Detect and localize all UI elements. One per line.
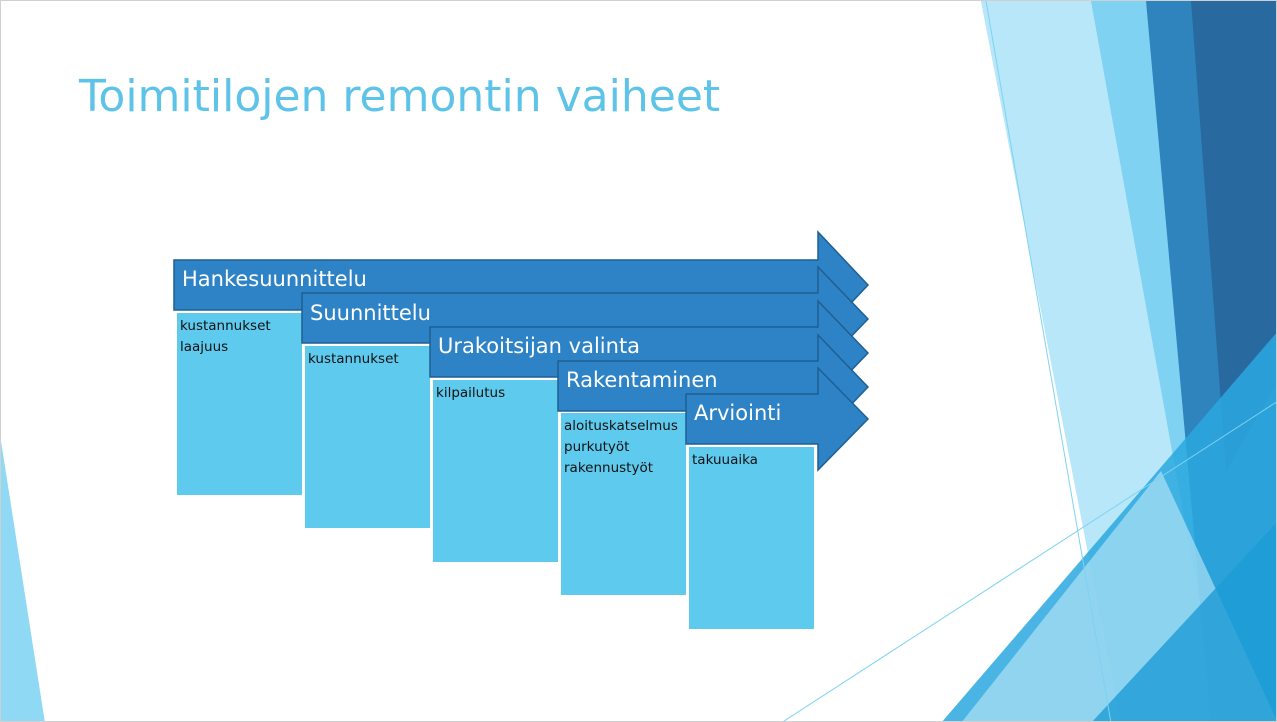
detail-item: kilpailutus <box>436 385 506 401</box>
detail-item: purkutyöt <box>564 439 630 455</box>
detail-box-arviointi: takuuaika <box>688 446 815 630</box>
stage-label-hankesuunnittelu: Hankesuunnittelu <box>182 267 367 291</box>
detail-item: laajuus <box>180 339 229 355</box>
detail-box-suunnittelu: kustannukset <box>304 345 431 529</box>
bottom-facet-deep <box>1092 523 1276 721</box>
detail-item: kustannukset <box>308 351 399 367</box>
stage-label-arviointi: Arviointi <box>694 401 782 425</box>
stage-label-rakentaminen: Rakentaminen <box>566 368 718 392</box>
left-facet <box>1 441 45 721</box>
detail-item: kustannukset <box>180 318 271 334</box>
slide-title: Toimitilojen remontin vaiheet <box>79 71 721 122</box>
right-facet-darkest <box>1191 1 1276 471</box>
deco-line-1 <box>985 1 1112 721</box>
detail-item: rakennustyöt <box>564 460 654 476</box>
detail-box-rakentaminen: aloituskatselmus purkutyöt rakennustyöt <box>560 412 687 596</box>
detail-item: takuuaika <box>692 452 758 468</box>
detail-item: aloituskatselmus <box>564 418 678 434</box>
detail-box-hankesuunnittelu: kustannukset laajuus <box>176 312 303 496</box>
stage-label-suunnittelu: Suunnittelu <box>310 301 431 325</box>
deco-line-2 <box>783 401 1276 721</box>
detail-box-urakoitsijan-valinta: kilpailutus <box>432 379 559 563</box>
stage-label-urakoitsijan-valinta: Urakoitsijan valinta <box>438 334 641 358</box>
arrow-arviointi <box>685 366 870 472</box>
